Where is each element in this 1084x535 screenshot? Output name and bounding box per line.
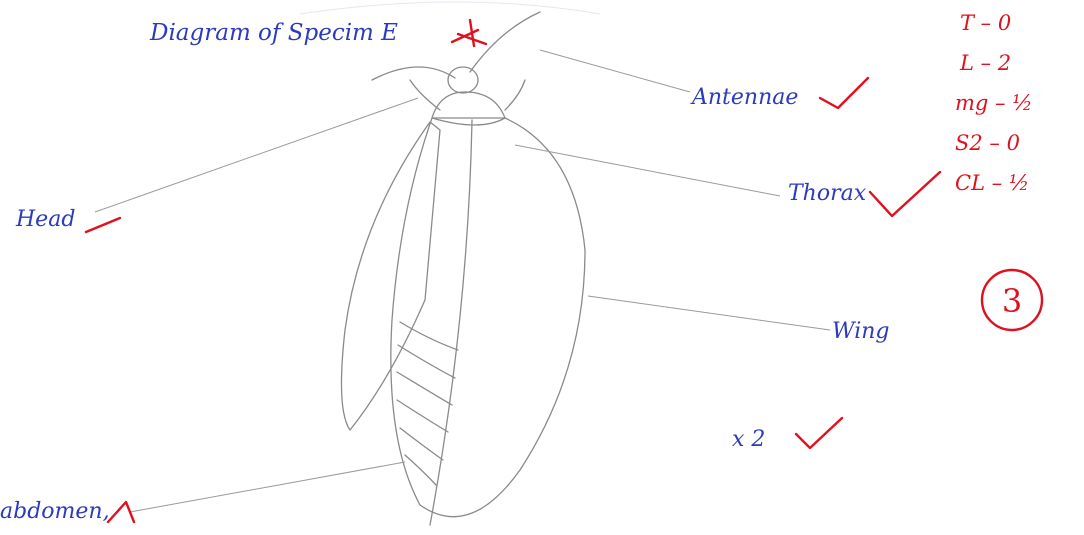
diagram-title: Diagram of Specim E [149, 20, 398, 46]
label-antennae: Antennae [690, 85, 798, 110]
antenna-left [372, 67, 455, 80]
tick-magnification [796, 418, 842, 448]
abdomen-segment-5 [400, 428, 443, 460]
insect-head [448, 67, 478, 93]
tick-antennae [820, 78, 868, 108]
label-head: Head [15, 207, 75, 232]
leader-wing [588, 296, 830, 330]
abdomen-segment-3 [397, 372, 452, 405]
magnification-label: x 2 [732, 427, 765, 452]
leader-thorax [515, 145, 780, 196]
insect-midline [430, 120, 472, 525]
leader-head [95, 98, 418, 212]
watermark-arc [300, 2, 600, 14]
score-mg: mg – ½ [955, 91, 1033, 115]
insect-thorax [432, 92, 505, 125]
leg-front-left [410, 80, 440, 110]
label-wing: Wing [832, 319, 890, 344]
leader-antennae [540, 50, 690, 92]
abdomen-segment-4 [397, 400, 448, 432]
insect-wing-right [391, 118, 585, 517]
tick-thorax [870, 172, 940, 216]
score-total: 3 [1002, 282, 1022, 320]
tick-abdomen [108, 502, 134, 522]
title-cross-mark [452, 20, 486, 46]
marking-scheme: T – 0 L – 2 mg – ½ S2 – 0 CL – ½ [955, 11, 1033, 195]
score-s2: S2 – 0 [955, 131, 1020, 155]
label-abdomen: abdomen, [0, 499, 110, 524]
tick-head [86, 218, 120, 232]
score-cl: CL – ½ [955, 171, 1029, 195]
insect-wing-left [341, 122, 440, 430]
label-thorax: Thorax [788, 181, 867, 206]
score-l: L – 2 [959, 51, 1011, 75]
score-t: T – 0 [960, 11, 1011, 35]
leader-abdomen [130, 462, 405, 512]
leg-front-right [505, 80, 525, 110]
abdomen-segment-2 [398, 345, 455, 378]
insect-drawing [341, 12, 585, 525]
